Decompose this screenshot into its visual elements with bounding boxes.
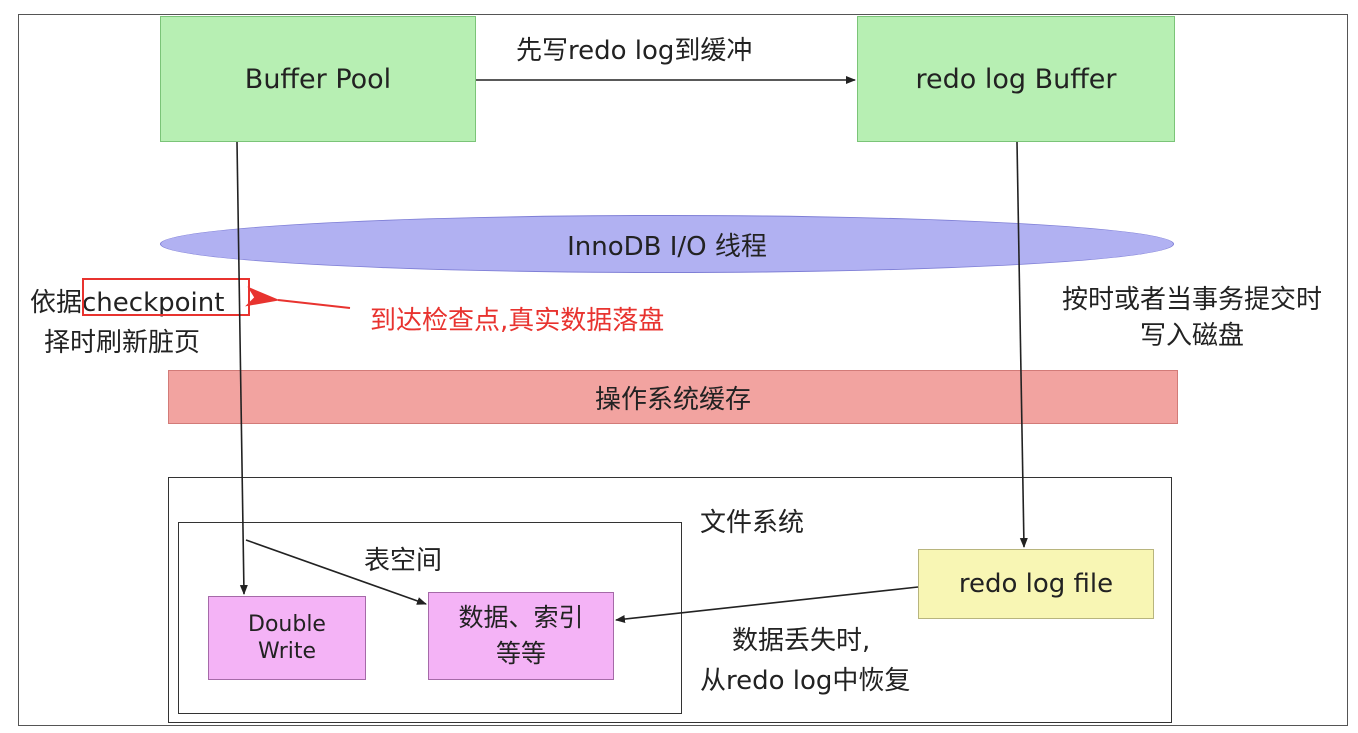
redo-log-file-box: redo log file: [918, 549, 1154, 619]
innodb-io-thread-ellipse: InnoDB I/O 线程: [160, 215, 1174, 273]
buffer-pool-box: Buffer Pool: [160, 16, 476, 142]
file-system-label: 文件系统: [700, 508, 805, 538]
double-write-line1: Double: [248, 611, 326, 637]
tablespace-container: [178, 522, 682, 714]
arrow-redofile-to-dataindex: [615, 586, 919, 623]
arrow-doublewrite-to-dataindex: [245, 539, 427, 605]
commit-label-line1: 按时或者当事务提交时: [1061, 285, 1322, 315]
data-index-line1: 数据、索引: [458, 602, 584, 632]
double-write-line2: Write: [257, 639, 317, 664]
checkpoint-word: checkpoint: [82, 288, 225, 318]
tablespace-label: 表空间: [364, 546, 443, 576]
commit-label-line2: 写入磁盘: [1139, 321, 1244, 352]
redo-log-buffer-box: redo log Buffer: [857, 16, 1175, 142]
annotation-arrow: [245, 286, 351, 309]
checkpoint-label-line2: 择时刷新脏页: [44, 328, 201, 358]
recover-label-line1: 数据丢失时,: [732, 626, 871, 656]
data-index-box: 数据、索引 等等: [428, 592, 614, 680]
checkpoint-label-line1: 依据checkpoint: [30, 282, 224, 319]
buffer-pool-label: Buffer Pool: [244, 63, 392, 95]
checkpoint-annotation: 到达检查点,真实数据落盘: [370, 306, 665, 336]
redo-log-buffer-label: redo log Buffer: [915, 63, 1117, 95]
recover-label-line2: 从redo log中恢复: [700, 666, 911, 696]
arrow-bufferpool-to-doublewrite: [236, 141, 248, 595]
os-cache-label: 操作系统缓存: [594, 384, 751, 415]
redo-log-file-label: redo log file: [958, 569, 1114, 599]
data-index-line2: 等等: [495, 639, 546, 668]
os-cache-bar: 操作系统缓存: [168, 370, 1178, 424]
double-write-box: Double Write: [208, 596, 366, 680]
file-system-container: [168, 477, 1172, 723]
arrow-redobuffer-to-redofile: [1016, 141, 1028, 548]
innodb-io-thread-label: InnoDB I/O 线程: [567, 231, 767, 262]
commit-label: 按时或者当事务提交时 写入磁盘: [1044, 282, 1340, 355]
write-redo-first-label: 先写redo log到缓冲: [516, 36, 753, 66]
checkpoint-prefix: 依据: [30, 288, 83, 318]
